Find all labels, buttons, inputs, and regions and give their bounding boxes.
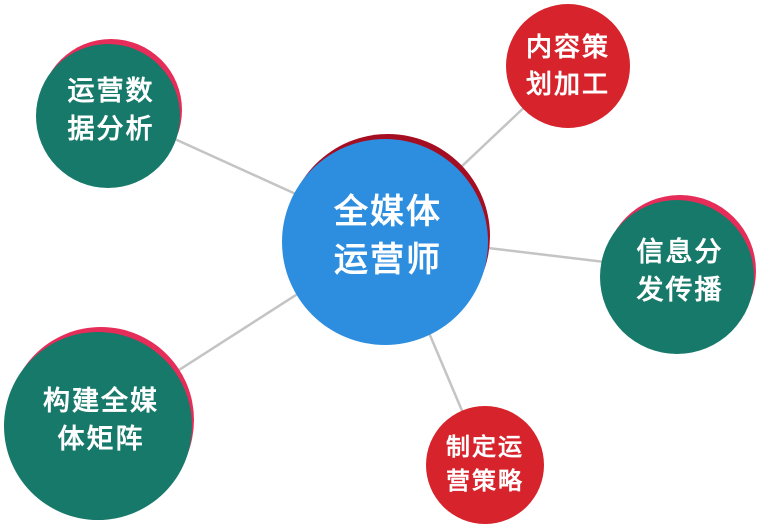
node-label-line1: 运营数 <box>67 75 155 106</box>
node-label-line1: 制定运 <box>446 433 524 461</box>
node-label-line2: 据分析 <box>67 114 155 144</box>
node-label-line1: 构建全媒 <box>43 385 159 416</box>
node-content-planning-processing: 内容策 划加工 <box>506 4 630 128</box>
node-operations-data-analysis: 运营数 据分析 <box>40 39 182 181</box>
node-label-line2: 营策略 <box>446 468 524 495</box>
node-media-matrix-building: 构建全媒 体矩阵 <box>8 327 194 513</box>
node-label-line2: 体矩阵 <box>57 424 145 454</box>
node-label-line1: 内容策 <box>525 32 610 63</box>
node-information-distribution: 信息分 发传播 <box>604 195 756 347</box>
node-label-line2: 运营师 <box>334 241 442 279</box>
node-label-line2: 发传播 <box>636 275 724 305</box>
central-node-all-media-operator: 全媒体 运营师 <box>286 134 490 338</box>
node-label-line2: 划加工 <box>525 69 610 99</box>
node-label-line1: 信息分 <box>636 236 724 267</box>
node-label-line1: 全媒体 <box>334 192 442 231</box>
node-operation-strategy: 制定运 营策略 <box>426 406 544 524</box>
